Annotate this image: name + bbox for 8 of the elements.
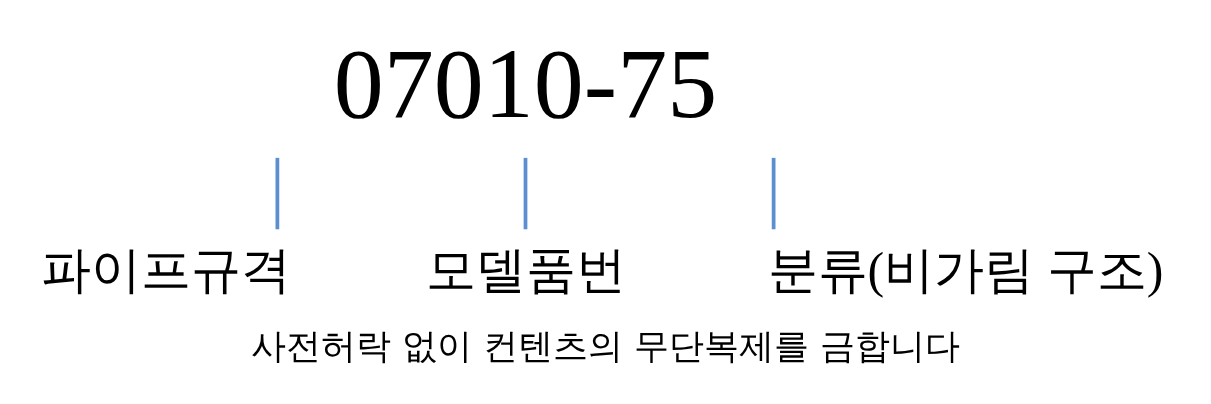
node-text: 07010-75: [333, 28, 718, 139]
connector: [523, 157, 528, 230]
node-text: 파이프규격: [40, 242, 291, 298]
node-text: 분류(비가림 구조): [767, 242, 1164, 298]
connector: [771, 157, 776, 230]
caption: 사전허락 없이 컨텐츠의 무단복제를 금합니다: [250, 325, 961, 366]
node-text: 모델품번: [425, 242, 626, 298]
connector: [275, 157, 280, 230]
